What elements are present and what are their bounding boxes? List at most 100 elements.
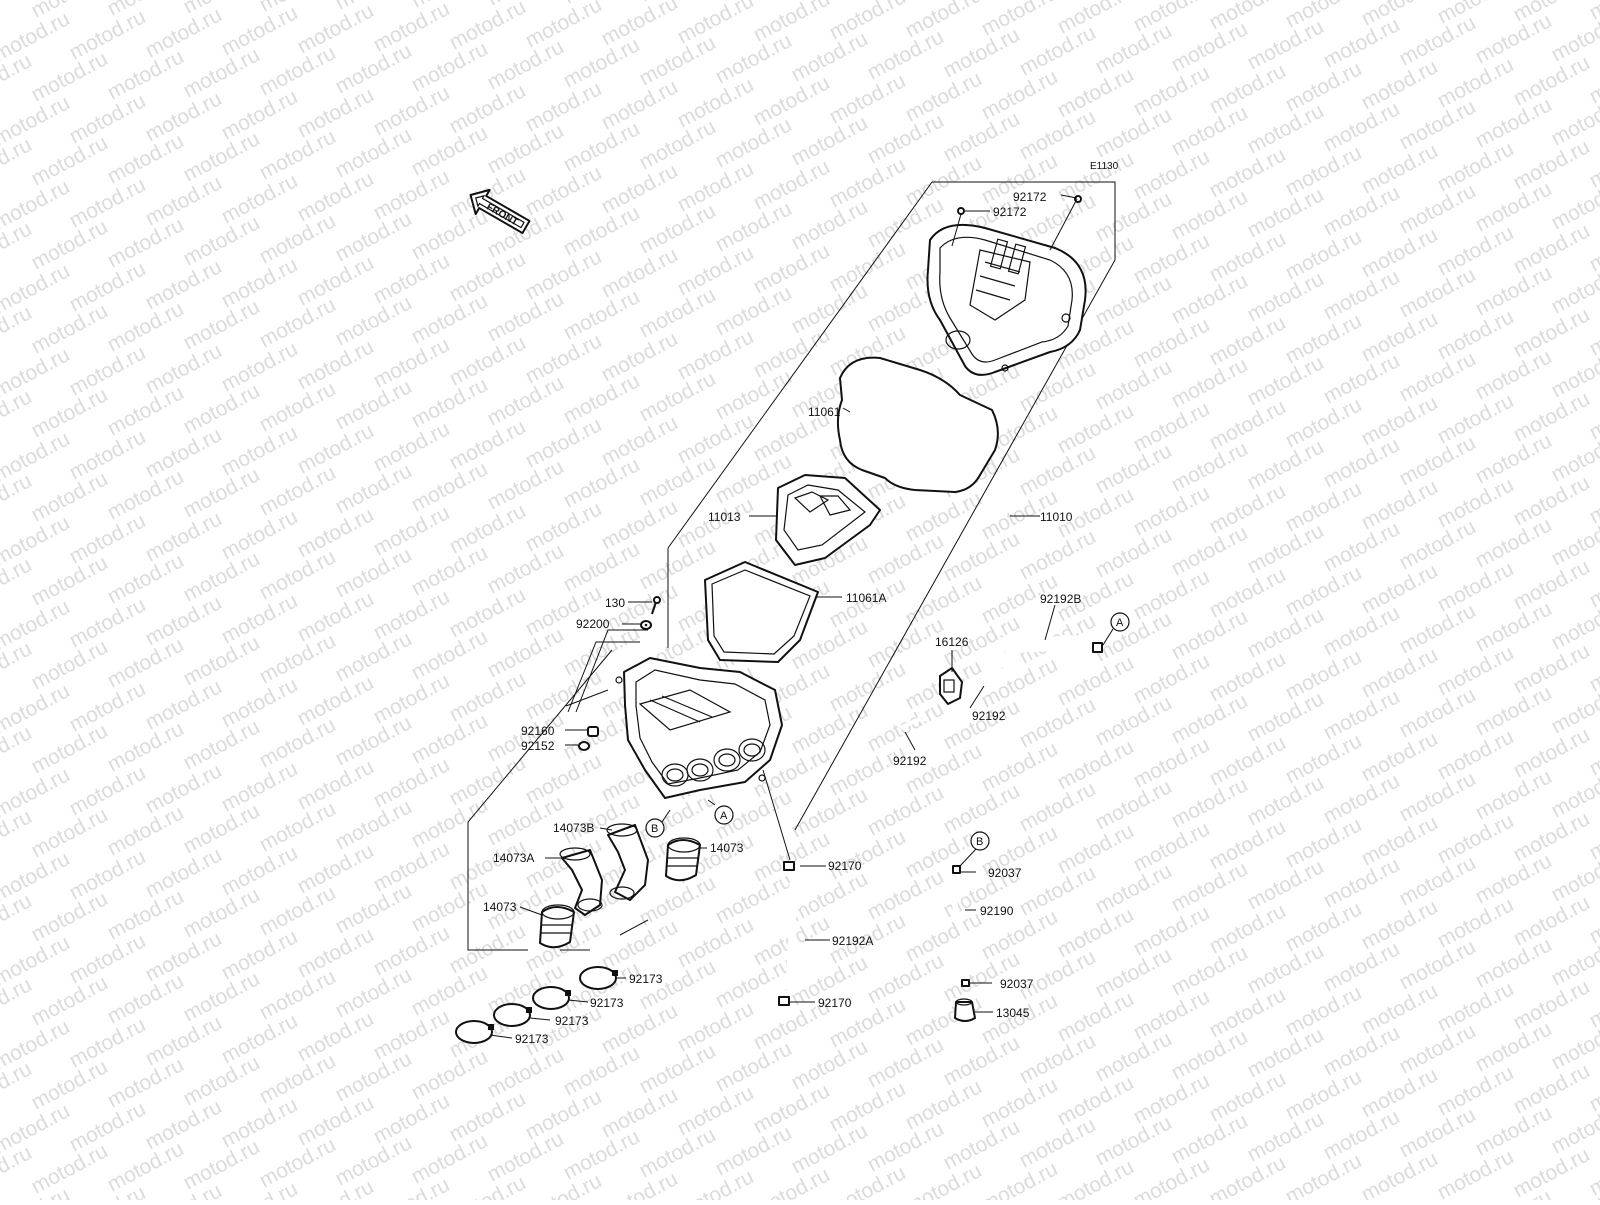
watermark-text: motod.ru (902, 1075, 986, 1134)
damper-92160 (588, 727, 598, 736)
watermark-text: motod.ru (1510, 303, 1594, 362)
part-label-11061: 11061 (808, 405, 841, 419)
watermark-text: motod.ru (408, 457, 492, 516)
watermark-text: motod.ru (1472, 597, 1556, 656)
watermark-text: motod.ru (1472, 1101, 1556, 1160)
watermark-text: motod.ru (1092, 691, 1176, 750)
watermark-text: motod.ru (180, 883, 264, 942)
watermark-text: motod.ru (66, 593, 150, 652)
watermark-text: motod.ru (1016, 441, 1100, 500)
watermark-text: motod.ru (712, 365, 796, 424)
watermark-text: motod.ru (1396, 95, 1480, 154)
nut-92152 (579, 742, 589, 750)
part-label-14073a: 14073A (493, 851, 534, 865)
watermark-text: motod.ru (1434, 1061, 1518, 1120)
part-label-92170-top: 92170 (828, 859, 862, 873)
watermark-text: motod.ru (788, 195, 872, 254)
watermark-text: motod.ru (598, 411, 682, 470)
watermark-text: motod.ru (560, 453, 644, 512)
watermark-text: motod.ru (560, 117, 644, 176)
watermark-text: motod.ru (1130, 817, 1214, 876)
watermark-text: motod.ru (1130, 229, 1214, 288)
watermark-text: motod.ru (902, 1159, 986, 1200)
watermark-text: motod.ru (598, 327, 682, 386)
watermark-text: motod.ru (66, 257, 150, 316)
watermark-text: motod.ru (218, 757, 302, 816)
watermark-text: motod.ru (446, 247, 530, 306)
watermark-text: motod.ru (332, 627, 416, 686)
watermark-text: motod.ru (142, 3, 226, 62)
watermark-text: motod.ru (370, 165, 454, 224)
watermark-text: motod.ru (180, 211, 264, 270)
watermark-text: motod.ru (218, 85, 302, 144)
watermark-text: motod.ru (940, 1031, 1024, 1090)
watermark-text: motod.ru (902, 67, 986, 126)
watermark-text: motod.ru (1320, 853, 1404, 912)
plug-13045 (955, 999, 975, 1021)
watermark-text: motod.ru (484, 119, 568, 178)
watermark-text: motod.ru (104, 1053, 188, 1112)
watermark-text: motod.ru (1244, 15, 1328, 74)
watermark-text: motod.ru (750, 1079, 834, 1138)
watermark-text: motod.ru (598, 159, 682, 218)
watermark-text: motod.ru (294, 419, 378, 478)
watermark-text: motod.ru (180, 127, 264, 186)
watermark-text: motod.ru (1510, 387, 1594, 446)
part-label-92190: 92190 (980, 904, 1014, 918)
watermark-text: motod.ru (1472, 93, 1556, 152)
watermark-text: motod.ru (826, 741, 910, 800)
watermark-text: motod.ru (864, 781, 948, 840)
part-label-92172-a: 92172 (1013, 190, 1047, 204)
part-label-11013: 11013 (708, 510, 741, 524)
watermark-text: motod.ru (370, 753, 454, 812)
watermark-text: motod.ru (598, 1167, 682, 1200)
watermark-text: motod.ru (1434, 305, 1518, 364)
watermark-text: motod.ru (1092, 523, 1176, 582)
watermark-text: motod.ru (636, 1123, 720, 1182)
watermark-text: motod.ru (788, 111, 872, 170)
watermark-text: motod.ru (788, 1035, 872, 1094)
watermark-text: motod.ru (522, 329, 606, 388)
watermark-text: motod.ru (180, 379, 264, 438)
part-label-92152: 92152 (521, 739, 555, 753)
watermark-text: motod.ru (408, 37, 492, 96)
watermark-text: motod.ru (1206, 563, 1290, 622)
watermark-text: motod.ru (636, 451, 720, 510)
watermark-text: motod.ru (1206, 143, 1290, 202)
watermark-text: motod.ru (218, 1093, 302, 1152)
watermark-text: motod.ru (332, 711, 416, 770)
watermark-text: motod.ru (1054, 819, 1138, 878)
part-label-92192-lower: 92192 (893, 754, 927, 768)
watermark-text: motod.ru (1396, 1103, 1480, 1162)
watermark-text: motod.ru (218, 337, 302, 396)
watermark-text: motod.ru (1358, 1063, 1442, 1122)
watermark-text: motod.ru (28, 635, 112, 694)
watermark-text: motod.ru (332, 123, 416, 182)
watermark-text: motod.ru (1130, 1153, 1214, 1200)
watermark-text: motod.ru (104, 297, 188, 356)
watermark-text: motod.ru (28, 887, 112, 946)
watermark-text: motod.ru (1168, 773, 1252, 832)
watermark-text: motod.ru (522, 1085, 606, 1144)
watermark-text: motod.ru (1244, 1107, 1328, 1166)
watermark-text: motod.ru (180, 799, 264, 858)
watermark-text: motod.ru (1054, 735, 1138, 794)
watermark-text: motod.ru (142, 591, 226, 650)
watermark-text: motod.ru (446, 0, 530, 54)
watermark-text: motod.ru (256, 41, 340, 100)
watermark-text: motod.ru (712, 113, 796, 172)
watermark-text: motod.ru (1206, 983, 1290, 1042)
watermark-text: motod.ru (484, 35, 568, 94)
watermark-text: motod.ru (370, 0, 454, 56)
watermark-text: motod.ru (218, 925, 302, 984)
watermark-text: motod.ru (902, 991, 986, 1050)
watermark-text: motod.ru (1244, 771, 1328, 830)
watermark-text: motod.ru (1168, 689, 1252, 748)
watermark-text: motod.ru (1130, 565, 1214, 624)
watermark-text: motod.ru (218, 505, 302, 564)
watermark-text: motod.ru (1206, 395, 1290, 454)
watermark-text: motod.ru (180, 1135, 264, 1194)
watermark-text: motod.ru (332, 1131, 416, 1190)
clamp-92173-2 (533, 987, 571, 1009)
watermark-text: motod.ru (256, 1049, 340, 1108)
